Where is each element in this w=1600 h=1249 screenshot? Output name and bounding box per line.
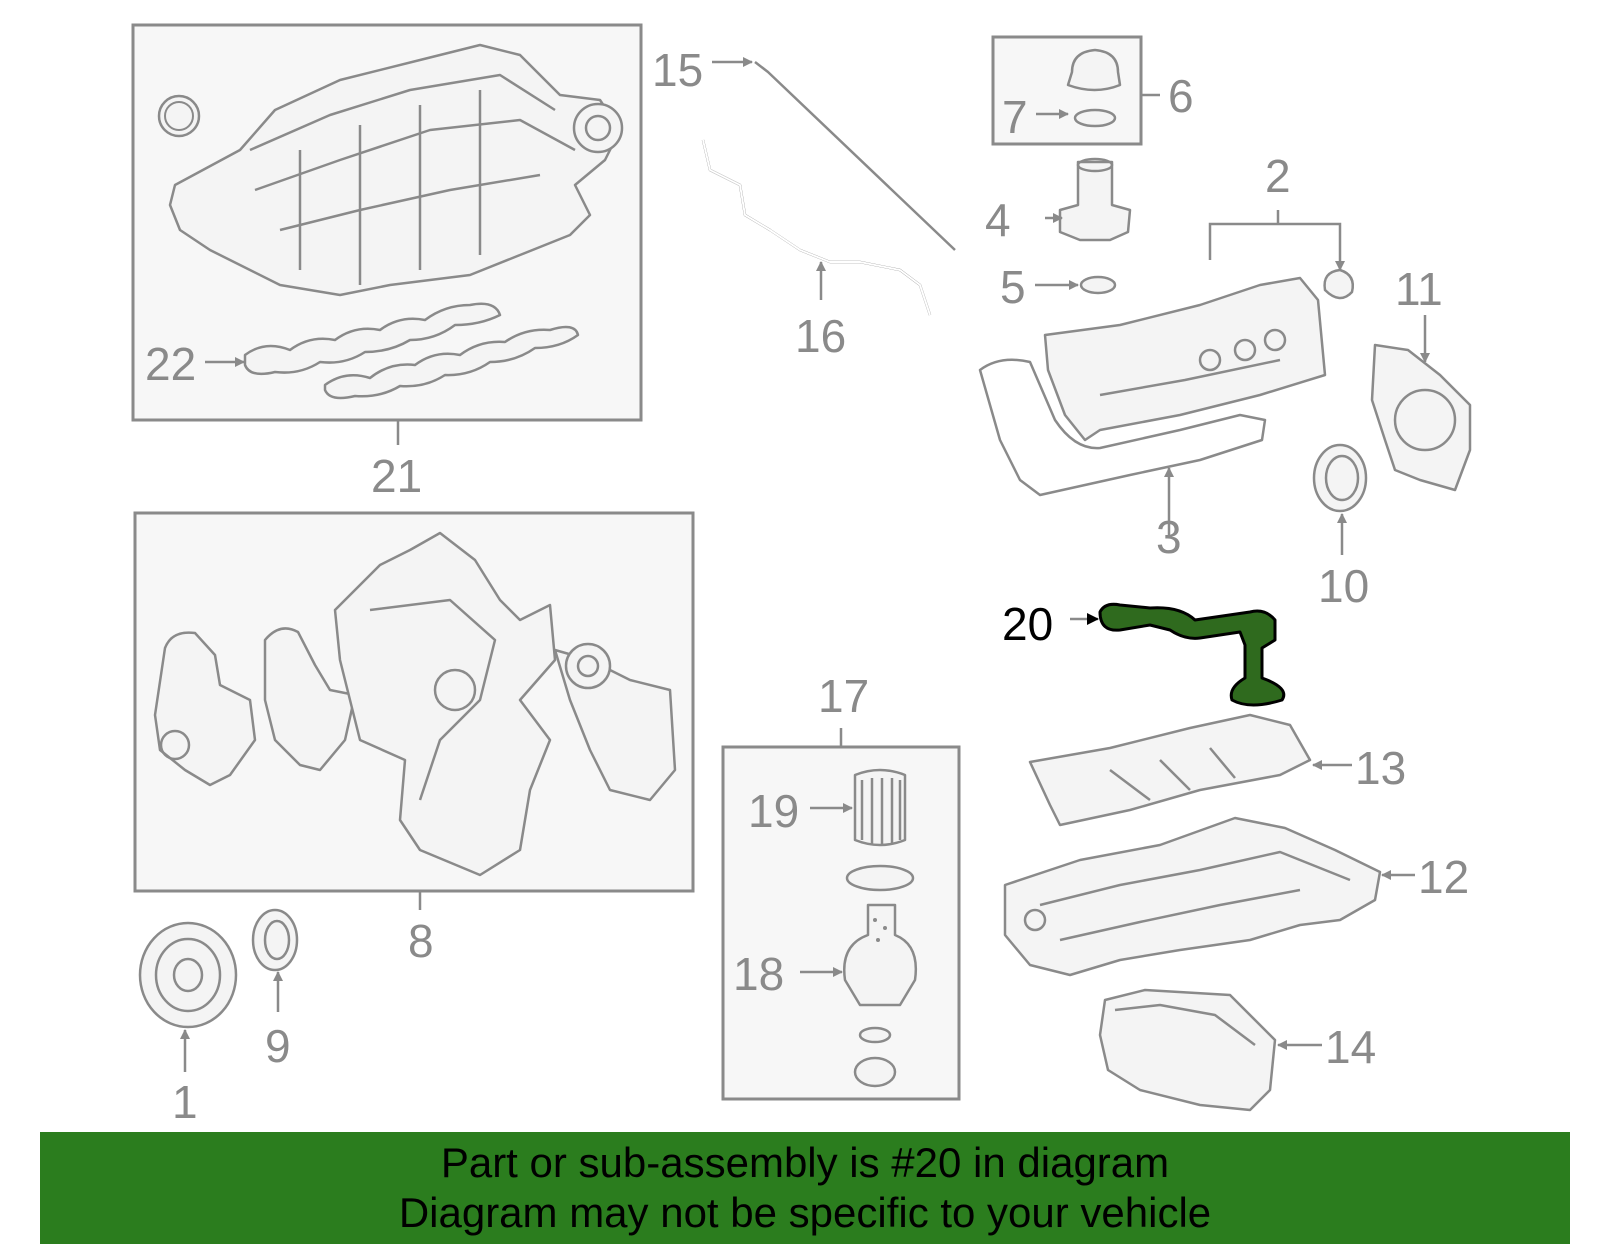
info-banner: Part or sub-assembly is #20 in diagram D…	[40, 1132, 1570, 1244]
rear-oil-seal-retainer[interactable]	[1370, 343, 1472, 492]
label-22: 22	[145, 338, 196, 390]
drain-plug[interactable]	[853, 1056, 897, 1088]
oil-filler-neck[interactable]	[1058, 160, 1132, 242]
label-5: 5	[1000, 261, 1026, 313]
filler-neck-gasket[interactable]	[1079, 275, 1117, 295]
label-14: 14	[1325, 1021, 1376, 1073]
label-9: 9	[265, 1020, 291, 1072]
cap-gasket[interactable]	[1073, 108, 1117, 128]
oil-baffle-group: 13	[1028, 713, 1406, 827]
oil-filler-cap-group: 7 6	[991, 35, 1194, 146]
oil-strainer-highlight-group: 20	[1002, 598, 1286, 707]
banner-line-2: Diagram may not be specific to your vehi…	[398, 1189, 1212, 1236]
water-pump[interactable]	[153, 631, 257, 787]
box-6	[991, 35, 1143, 146]
label-4: 4	[985, 194, 1011, 246]
label-7: 7	[1002, 91, 1028, 143]
intake-gasket-upper[interactable]	[243, 302, 502, 376]
label-10: 10	[1318, 560, 1369, 612]
valve-cover[interactable]	[1043, 276, 1327, 442]
dipstick-group: 15 16	[652, 44, 956, 362]
oil-strainer-pipe[interactable]	[1098, 602, 1286, 707]
upper-oil-pan[interactable]	[1003, 816, 1382, 977]
label-19: 19	[748, 785, 799, 837]
upper-oil-pan-group: 12	[1003, 816, 1469, 977]
label-15: 15	[652, 44, 703, 96]
crank-pulley-group: 1 9	[138, 908, 299, 1128]
banner-line-1: Part or sub-assembly is #20 in diagram	[440, 1139, 1170, 1186]
throttle-body	[572, 102, 624, 154]
valve-cover-plug-seal[interactable]	[1323, 268, 1354, 300]
filler-neck-group: 4 5	[985, 157, 1132, 313]
dipstick-tube[interactable]	[701, 139, 932, 316]
label-2: 2	[1265, 150, 1291, 202]
intake-manifold[interactable]	[168, 43, 622, 297]
front-crank-seal[interactable]	[564, 642, 612, 690]
filter-o-ring[interactable]	[845, 864, 915, 892]
oil-filter-group: 17 19 18	[721, 670, 961, 1101]
intake-manifold-group: 22 21	[131, 23, 643, 502]
label-18: 18	[733, 948, 784, 1000]
dipstick[interactable]	[754, 61, 956, 251]
oil-filler-cap[interactable]	[1066, 48, 1122, 92]
crankshaft-pulley[interactable]	[138, 921, 238, 1029]
intake-gasket-lower[interactable]	[323, 325, 580, 400]
label-8: 8	[408, 915, 434, 967]
oil-filter-housing-cap[interactable]	[843, 903, 918, 1007]
label-1: 1	[172, 1076, 198, 1128]
valve-cover-group: 2 3	[978, 150, 1354, 563]
lower-oil-pan[interactable]	[1098, 988, 1277, 1112]
water-pump-gasket[interactable]	[263, 627, 357, 772]
label-17: 17	[818, 670, 869, 722]
label-12: 12	[1418, 851, 1469, 903]
label-21: 21	[371, 450, 422, 502]
label-16: 16	[795, 310, 846, 362]
label-20: 20	[1002, 598, 1053, 650]
lower-oil-pan-group: 14	[1098, 988, 1376, 1112]
timing-cover-group: 8	[133, 511, 695, 967]
label-11: 11	[1395, 263, 1443, 315]
label-6: 6	[1168, 70, 1194, 122]
timing-chain-cover[interactable]	[333, 531, 557, 877]
rear-seal-group: 11 10	[1312, 263, 1472, 612]
front-seal[interactable]	[251, 908, 299, 972]
label-3: 3	[1156, 511, 1182, 563]
drain-plug-gasket[interactable]	[858, 1026, 892, 1044]
valve-cover-gasket[interactable]	[978, 358, 1267, 497]
label-13: 13	[1355, 742, 1406, 794]
